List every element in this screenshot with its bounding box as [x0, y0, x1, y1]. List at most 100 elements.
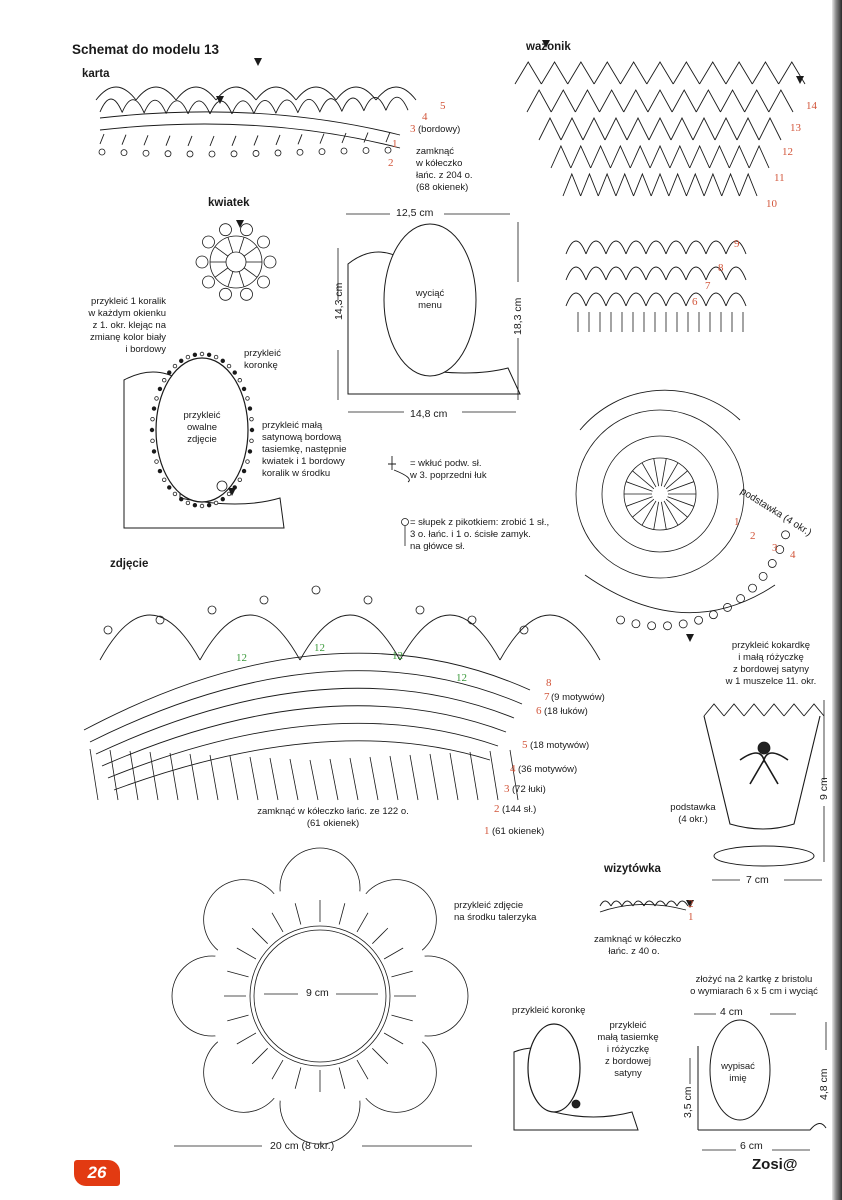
plate-spoke [372, 927, 389, 944]
zdjecie-row-3-desc: (72 łuki) [512, 784, 546, 795]
wazonik-fan [751, 61, 780, 85]
page-title: Schemat do modelu 13 [72, 42, 220, 57]
wizytowka-scallop [632, 900, 645, 907]
wazonik-fan [620, 61, 648, 85]
karta-scallop [341, 97, 365, 112]
karta-scallop [319, 98, 343, 112]
zdjecie-stitch [429, 753, 439, 801]
wazonik-lower-arch [685, 240, 707, 255]
karta-stitch [165, 135, 171, 146]
karta-stitch [231, 135, 237, 146]
wazonik-fan [648, 116, 672, 141]
photo-card-bead [179, 358, 184, 364]
wizytowka-note: zamknąć w kółeczko łańc. z 40 o. [594, 934, 682, 957]
zdjecie-scallop [299, 614, 401, 661]
wazonik-lower-arch [725, 292, 747, 307]
karta-scallop [143, 99, 167, 114]
legend-stitch-1: = wkłuć podw. sł. w 3. poprzedni łuk [410, 458, 487, 481]
menu-width-top: 12,5 cm [396, 207, 434, 219]
photo-card-bead [162, 378, 167, 383]
podstawka-edge-loop [736, 594, 745, 603]
karta-picot [186, 150, 194, 158]
podstawka-edge-loop [631, 619, 641, 629]
photo-card-oval-text: przykleić owalne zdjęcie [183, 410, 221, 445]
karta-row-3-note: (bordowy) [418, 124, 461, 135]
karta-row-3: 3 [410, 123, 416, 135]
zdjecie-row-5-desc: (18 motywów) [530, 740, 590, 751]
karta-stitch [187, 135, 193, 147]
podstawka-spoke [626, 481, 653, 492]
wazonik-lower-arch [705, 240, 727, 255]
vase-width: 7 cm [746, 874, 769, 886]
zdjecie-row-8-num: 8 [546, 677, 552, 689]
karta-top-scallop [175, 86, 217, 101]
zdjecie-scallop [199, 614, 301, 661]
vase-zigzag [803, 703, 825, 717]
vase-bow [739, 752, 789, 785]
zdjecie-picot [207, 605, 217, 615]
page-edge-shadow [832, 0, 842, 1200]
name-card-width-bottom: 6 cm [740, 1140, 763, 1152]
karta-label: karta [82, 68, 110, 80]
plate-spoke [356, 1059, 369, 1080]
photo-card-bead [199, 503, 205, 509]
karta-picot [252, 150, 260, 157]
name-card-oval-text: wypisać imię [721, 1061, 755, 1084]
photo-card-bead [206, 503, 212, 508]
small-card-note-lace: przykleić koronkę [512, 1005, 586, 1016]
karta-row-1: 1 [392, 138, 398, 150]
wazonik-fan [623, 89, 649, 113]
vase-zigzag [763, 703, 785, 717]
wazonik-fan [699, 61, 727, 85]
wazonik-fan [633, 172, 652, 197]
plate-spoke [227, 970, 249, 978]
podstawka-row-1: 1 [734, 516, 740, 528]
podstawka-spoke [660, 501, 667, 530]
photo-card-bead [172, 363, 178, 369]
menu-width-bottom: 14,8 cm [410, 408, 448, 420]
zdjecie-arc-row [95, 687, 515, 755]
wazonik-lower-arch [665, 266, 687, 281]
karta-picot [208, 150, 216, 158]
podstawka-edge-loop [723, 603, 732, 612]
podstawka-spoke [663, 500, 679, 526]
wizytowka-label: wizytówka [604, 863, 661, 875]
karta-row-2: 2 [388, 157, 394, 169]
plate-spoke [338, 1067, 346, 1089]
zdjecie-stitch [489, 750, 499, 801]
zdjecie-stitch [409, 754, 419, 801]
wazonik-fan [590, 144, 611, 169]
kwiatek-spoke [214, 267, 229, 278]
photo-card-bead [245, 396, 250, 401]
karta-row-2-line [99, 123, 401, 149]
kwiatek-petal [240, 223, 253, 237]
zdjecie-stitch [89, 748, 99, 801]
podstawka-row-2: 2 [750, 530, 756, 542]
karta-scallop [165, 100, 189, 114]
karta-picot [120, 149, 128, 157]
karta-scallop [275, 99, 299, 114]
vase-base-label: podstawka (4 okr.) [670, 802, 716, 825]
podstawka-spoke [641, 462, 657, 488]
podstawka-spoke [632, 470, 655, 490]
wizytowka-scallop [621, 900, 634, 907]
wazonik-fan [671, 89, 697, 113]
podstawka-edge-loop [709, 610, 718, 620]
plate-spoke [251, 927, 268, 944]
zdjecie-picot [363, 595, 373, 605]
zdjecie-green-12-b: 12 [314, 642, 325, 654]
photo-card-bead [185, 354, 191, 360]
photo-card-note-ribbon: przykleić małą satynową bordową tasiemkę… [262, 420, 347, 479]
zdjecie-picot [259, 595, 269, 605]
kwiatek-spoke [238, 271, 245, 287]
legend-stitch-2: = słupek z pikotkiem: zrobić 1 sł., 3 o.… [410, 517, 550, 552]
wizytowka-row-1: 1 [688, 911, 694, 923]
vase-body [703, 715, 821, 830]
photo-card-bead [241, 468, 247, 474]
karta-scallop [121, 99, 145, 113]
plate-center-ring [249, 925, 391, 1067]
wazonik-fan [736, 116, 760, 141]
plate-spoke [338, 903, 346, 925]
photo-card-bead [213, 500, 219, 506]
wazonik-fan [714, 116, 738, 141]
